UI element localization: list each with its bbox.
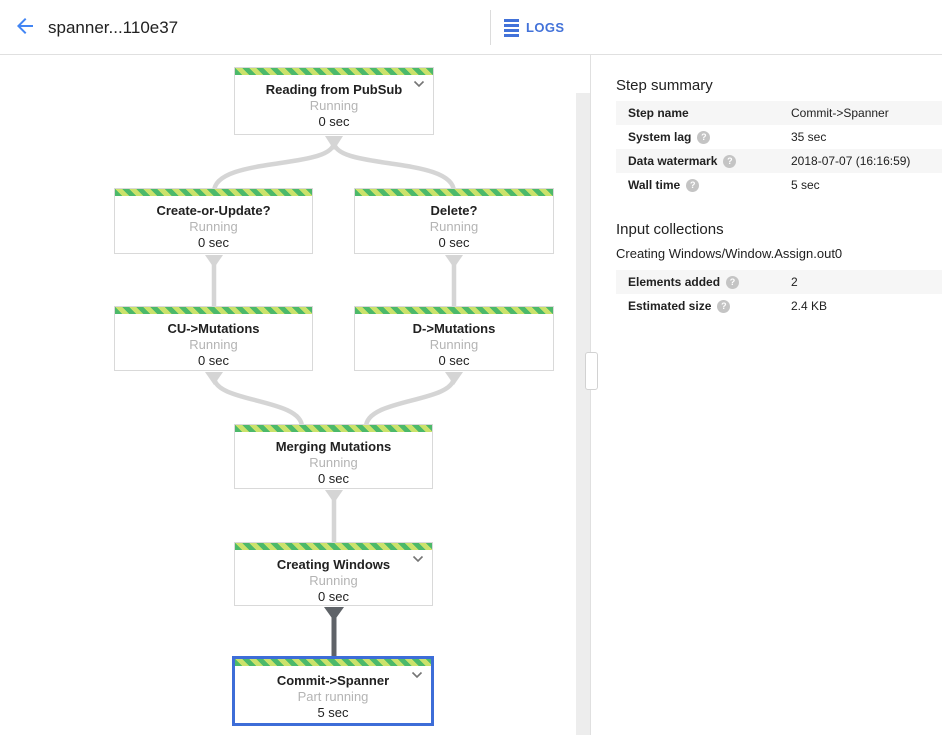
graph-node-commit-spanner[interactable]: Commit->Spanner Part running 5 sec xyxy=(232,656,434,726)
table-row: Data watermark ? 2018-07-07 (16:16:59) xyxy=(616,149,942,173)
graph-edges xyxy=(205,136,463,658)
node-duration: 5 sec xyxy=(317,705,349,720)
node-status: Running xyxy=(429,337,479,352)
node-status: Running xyxy=(189,219,238,234)
node-title: Reading from PubSub xyxy=(265,82,403,97)
top-bar: spanner...110e37 LOGS xyxy=(0,0,942,55)
node-title: D->Mutations xyxy=(412,321,496,336)
node-duration: 0 sec xyxy=(438,235,470,250)
table-row: System lag ? 35 sec xyxy=(616,125,942,149)
back-arrow-icon xyxy=(13,14,37,43)
step-summary-table: Step name Commit->Spanner System lag ? 3… xyxy=(616,101,942,197)
node-title: Delete? xyxy=(430,203,478,218)
table-row: Estimated size ? 2.4 KB xyxy=(616,294,942,318)
row-value: 2018-07-07 (16:16:59) xyxy=(791,154,911,168)
logs-button[interactable]: LOGS xyxy=(504,14,564,41)
row-value: 5 sec xyxy=(791,178,820,192)
node-duration: 0 sec xyxy=(197,235,230,250)
graph-node-merging-mutations[interactable]: Merging Mutations Running 0 sec xyxy=(234,424,433,489)
node-duration: 0 sec xyxy=(317,589,350,604)
node-status: Running xyxy=(309,455,358,470)
row-label: Wall time ? xyxy=(616,178,791,192)
topbar-divider xyxy=(490,10,491,45)
node-title: Commit->Spanner xyxy=(276,673,390,688)
table-row: Step name Commit->Spanner xyxy=(616,101,942,125)
graph-node-creating-windows[interactable]: Creating Windows Running 0 sec xyxy=(234,542,433,606)
node-status: Running xyxy=(429,219,479,234)
table-row: Wall time ? 5 sec xyxy=(616,173,942,197)
chevron-down-icon[interactable] xyxy=(413,80,425,88)
node-duration: 0 sec xyxy=(317,471,350,486)
running-stripe xyxy=(355,189,553,196)
running-stripe xyxy=(235,543,432,550)
graph-vertical-scrollbar[interactable] xyxy=(576,93,590,735)
help-icon[interactable]: ? xyxy=(686,178,700,192)
row-label: System lag ? xyxy=(616,130,791,144)
node-title: Create-or-Update? xyxy=(156,203,271,218)
input-collections-table: Elements added ? 2 Estimated size ? 2.4 … xyxy=(616,270,942,318)
step-summary-heading: Step summary xyxy=(616,77,713,94)
graph-node-create-or-update[interactable]: Create-or-Update? Running 0 sec xyxy=(114,188,313,254)
node-title: CU->Mutations xyxy=(167,321,260,336)
chevron-down-icon[interactable] xyxy=(411,671,423,679)
job-graph-canvas[interactable]: Reading from PubSub Running 0 sec Create… xyxy=(0,55,590,735)
graph-node-reading-from-pubsub[interactable]: Reading from PubSub Running 0 sec xyxy=(234,67,434,135)
graph-node-delete[interactable]: Delete? Running 0 sec xyxy=(354,188,554,254)
input-collections-heading: Input collections xyxy=(616,221,724,238)
row-label: Elements added ? xyxy=(616,275,791,289)
step-details-panel: Step Step summary Step name Commit->Span… xyxy=(590,0,942,735)
node-duration: 0 sec xyxy=(438,353,470,368)
running-stripe xyxy=(115,307,312,314)
job-title: spanner...110e37 xyxy=(48,18,179,37)
running-stripe xyxy=(355,307,553,314)
node-title: Creating Windows xyxy=(276,557,391,572)
row-label: Estimated size ? xyxy=(616,299,791,313)
running-stripe xyxy=(115,189,312,196)
row-value: Commit->Spanner xyxy=(791,106,889,120)
row-value: 2 xyxy=(791,275,798,289)
chevron-down-icon[interactable] xyxy=(412,555,424,563)
input-collection-name: Creating Windows/Window.Assign.out0 xyxy=(616,246,843,261)
help-icon[interactable]: ? xyxy=(697,130,711,144)
list-icon xyxy=(504,17,519,39)
panel-resize-handle[interactable] xyxy=(585,352,598,390)
node-status: Part running xyxy=(297,689,369,704)
graph-node-cu-mutations[interactable]: CU->Mutations Running 0 sec xyxy=(114,306,313,371)
row-value: 35 sec xyxy=(791,130,827,144)
node-title: Merging Mutations xyxy=(275,439,392,454)
logs-button-label: LOGS xyxy=(526,20,565,35)
node-duration: 0 sec xyxy=(197,353,230,368)
help-icon[interactable]: ? xyxy=(726,275,740,289)
node-duration: 0 sec xyxy=(318,114,350,129)
graph-node-d-mutations[interactable]: D->Mutations Running 0 sec xyxy=(354,306,554,371)
node-status: Running xyxy=(309,573,358,588)
row-label: Data watermark ? xyxy=(616,154,791,168)
running-stripe xyxy=(235,425,432,432)
table-row: Elements added ? 2 xyxy=(616,270,942,294)
running-stripe xyxy=(235,68,433,75)
help-icon[interactable]: ? xyxy=(717,299,731,313)
help-icon[interactable]: ? xyxy=(723,154,737,168)
back-button[interactable] xyxy=(12,15,38,41)
node-status: Running xyxy=(309,98,359,113)
row-value: 2.4 KB xyxy=(791,299,828,313)
node-status: Running xyxy=(189,337,238,352)
row-label: Step name xyxy=(628,106,689,120)
running-stripe xyxy=(235,659,431,666)
